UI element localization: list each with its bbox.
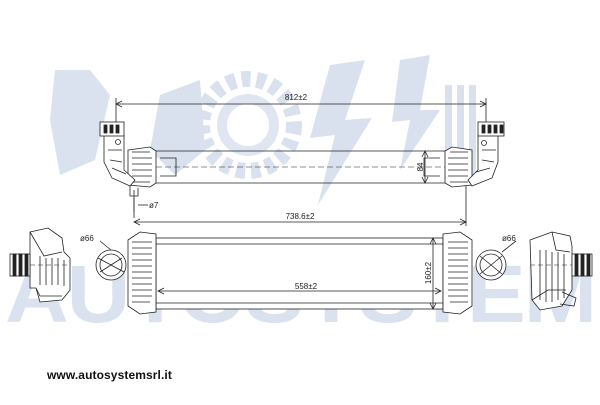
front-view (95, 231, 517, 315)
left-side-view (9, 227, 71, 303)
top-view (99, 98, 505, 226)
right-side-view (529, 231, 593, 311)
website-url[interactable]: www.autosystemsrl.it (47, 368, 172, 382)
dim-body-length: 738.6±2 (286, 212, 315, 221)
dim-pipe-diameter-right: ø66 (502, 234, 516, 243)
dim-core-length: 558±2 (295, 282, 318, 291)
dim-core-height: 160±2 (424, 261, 433, 284)
dim-overall-length: 812±2 (285, 93, 308, 102)
dim-pipe-diameter-left: ø66 (80, 234, 94, 243)
dim-core-depth: 84 (416, 162, 425, 171)
dim-bracket-hole: ø7 (149, 201, 159, 210)
